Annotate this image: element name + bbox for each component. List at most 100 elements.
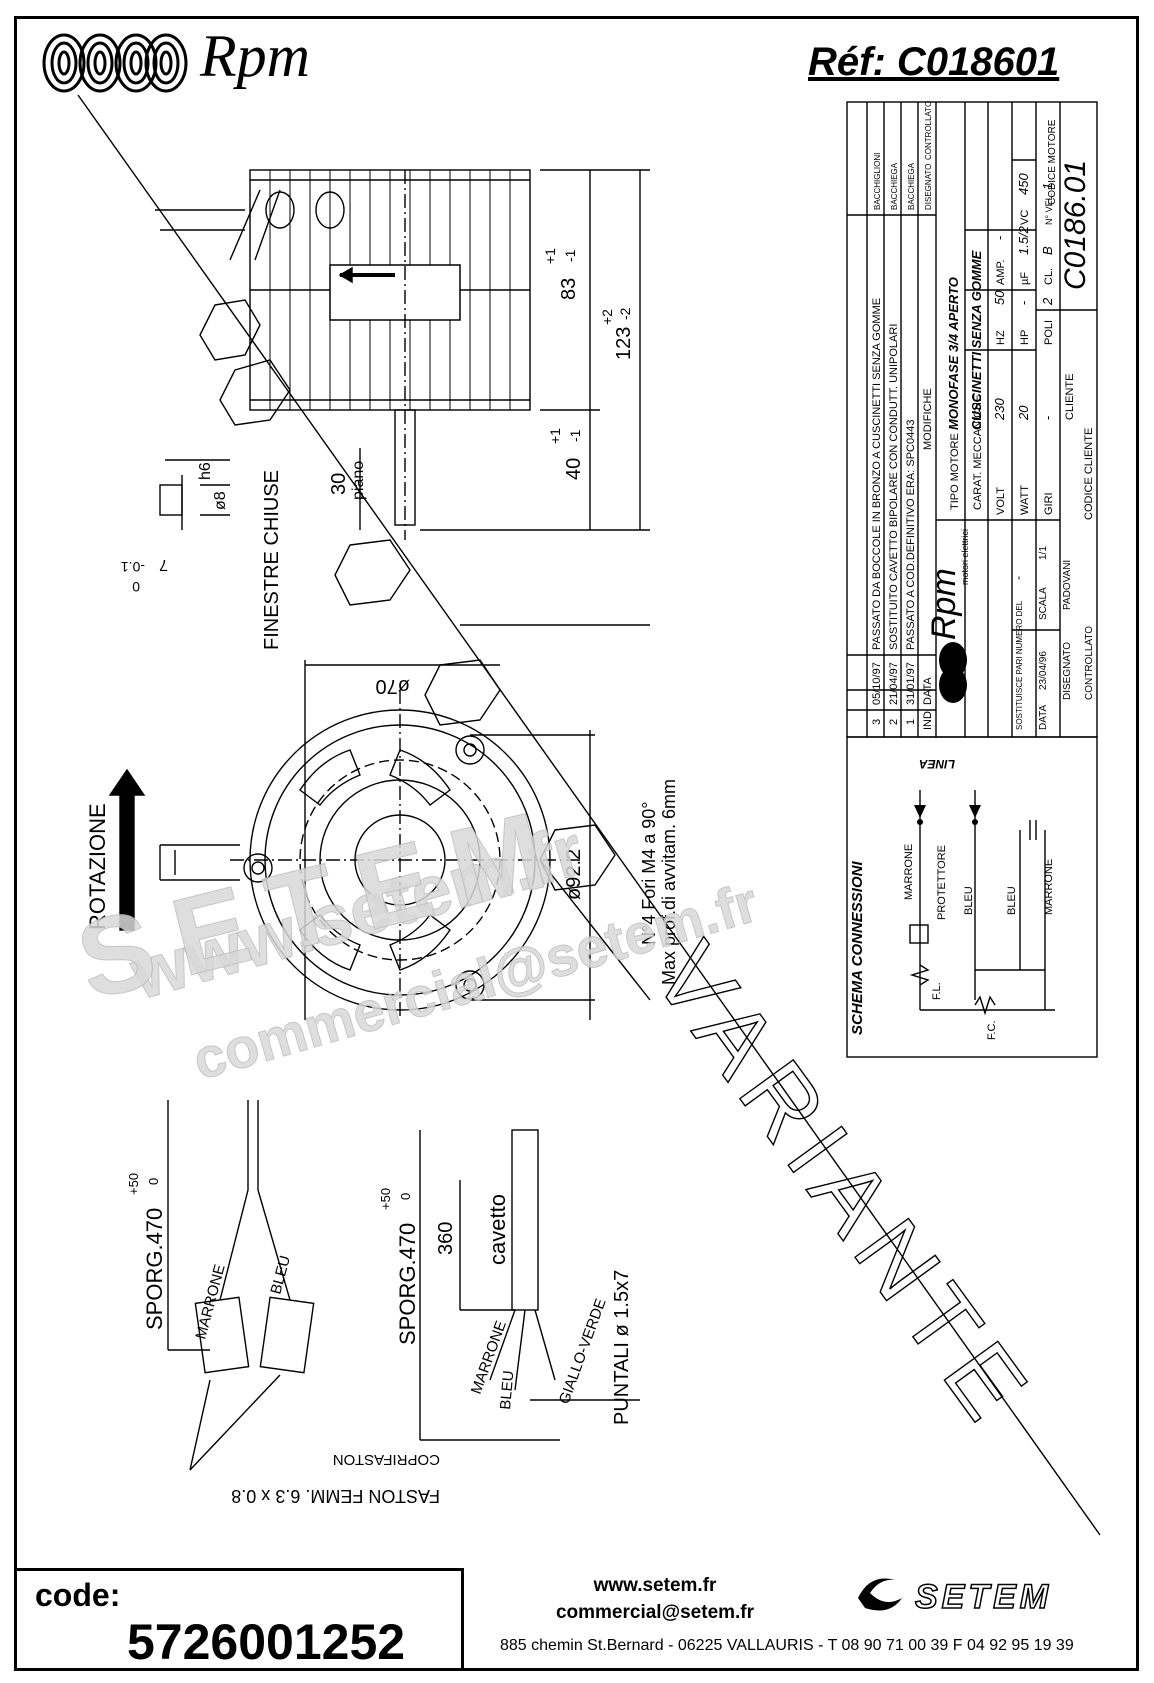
rev-3-date: 05/10/97 bbox=[871, 662, 883, 705]
cliente-label: CLIENTE bbox=[1064, 374, 1076, 420]
schema-marrone: MARRONE bbox=[903, 844, 915, 900]
data-label: DATA bbox=[1038, 704, 1049, 730]
controllato-label: CONTROLLATO bbox=[1084, 626, 1095, 700]
mech-label: CARAT. MECCANICHE bbox=[972, 395, 984, 510]
mech: CUSCINETTI SENZA GOMME bbox=[969, 250, 984, 430]
rev-1-drawn: BACCHIEGA bbox=[907, 162, 916, 210]
rev-2-date: 21/04/97 bbox=[888, 662, 900, 705]
rev-1-mod: PASSATO A COD.DEFINITIVO ERA: SPC0443 bbox=[905, 420, 917, 650]
rotation-label: ROTAZIONE bbox=[85, 803, 110, 930]
rev-1-date: 31/01/97 bbox=[905, 662, 917, 705]
schema-marrone-2: MARRONE bbox=[1043, 859, 1055, 915]
uf-label: µF bbox=[1019, 272, 1031, 285]
right-lead-tol-plus: +50 bbox=[378, 1188, 393, 1210]
schema-fc: F.C. bbox=[986, 1020, 998, 1040]
dim-shaft-fit: h6 bbox=[197, 462, 214, 480]
scala-value: 1/1 bbox=[1038, 546, 1049, 560]
giri-value: - bbox=[1040, 416, 1055, 420]
dim-shaft-dia: ø8 bbox=[212, 491, 229, 510]
setem-logo: SETEM bbox=[914, 1577, 1053, 1617]
dim-shaft-tol-plus: +1 bbox=[547, 428, 563, 444]
rev-3-mod: PASSATO DA BOCCOLE IN BRONZO A CUSCINETT… bbox=[871, 298, 883, 650]
mounting-holes-note: N°4 Fori M4 a 90° bbox=[639, 802, 659, 945]
rev-header-mod: MODIFICHE bbox=[922, 388, 934, 450]
closed-windows-label: FINESTRE CHIUSE bbox=[261, 470, 283, 650]
left-lead-tol-plus: +50 bbox=[126, 1173, 141, 1195]
footer-email[interactable]: commercial@setem.fr bbox=[555, 1602, 755, 1623]
sostituisce-label: SOSTITUISCE PARI NUMERO DEL bbox=[1015, 600, 1024, 730]
scala-label: SCALA bbox=[1038, 587, 1049, 620]
block-brand-sub: motori elettrici bbox=[960, 529, 970, 585]
codice-motore-value: C0186.01 bbox=[1059, 160, 1092, 290]
block-logo-icon bbox=[939, 642, 967, 703]
rev-header-date: DATA bbox=[922, 677, 934, 705]
brand-name: Rpm bbox=[200, 23, 310, 89]
schema-bleu-1: BLEU bbox=[963, 886, 975, 915]
schema-fl: F.L. bbox=[931, 982, 943, 1000]
right-lead-tol-zero: 0 bbox=[398, 1193, 413, 1200]
holes-depth-note: Max prof.di avvitam. 6mm bbox=[659, 779, 679, 985]
dim-body-tol-plus: +1 bbox=[542, 248, 558, 264]
watt-value: 20 bbox=[1016, 405, 1031, 421]
dim-body-tol-minus: -1 bbox=[562, 249, 578, 262]
faston-note: FASTON FEMM. 6.3 x 0.8 bbox=[231, 1486, 440, 1506]
schema-box bbox=[846, 736, 1098, 1058]
dim-flat-length: 30 bbox=[328, 473, 350, 495]
left-lead-length: SPORG.470 bbox=[142, 1208, 167, 1330]
cable-length: 360 bbox=[435, 1222, 457, 1255]
dim-total-tol-plus: +2 bbox=[599, 309, 615, 325]
dim-shaft-length: 40 bbox=[563, 458, 585, 480]
hp-value: - bbox=[1016, 301, 1031, 305]
rev-2-mod: SOSTITUITO CAVETTO BIPOLARE CON CONDUTT.… bbox=[888, 324, 900, 650]
cable-label: cavetto bbox=[485, 1194, 510, 1265]
dim-shaft-tol-minus: -1 bbox=[567, 429, 583, 442]
reference-code: Réf: C018601 bbox=[808, 40, 1060, 84]
connection-schematic bbox=[909, 790, 1055, 1016]
motor-type-label: TIPO MOTORE bbox=[949, 433, 961, 510]
drawing-sheet bbox=[14, 16, 1139, 1671]
code-value: 5726001252 bbox=[127, 1614, 406, 1670]
dim-dia-70: ø70 bbox=[376, 675, 410, 697]
dim-total-tol-minus: -2 bbox=[617, 307, 633, 320]
cl-label: CL. bbox=[1043, 268, 1055, 285]
motor-type: MONOFASE 3/4 APERTO bbox=[946, 277, 961, 430]
code-label: code: bbox=[35, 1577, 121, 1613]
disegnato-value: PADOVANI bbox=[1062, 560, 1073, 610]
footer-url[interactable]: www.setem.fr bbox=[593, 1575, 717, 1596]
volt-value: 230 bbox=[992, 398, 1007, 421]
rev-1-ind: 1 bbox=[905, 719, 917, 725]
nvel-value: 1 bbox=[1040, 183, 1055, 190]
amp-value: - bbox=[992, 236, 1007, 240]
watt-label: WATT bbox=[1019, 485, 1031, 515]
volt-label: VOLT bbox=[995, 487, 1007, 515]
vc-value: 450 bbox=[1016, 173, 1031, 195]
faston-cover-note: COPRIFASTON bbox=[333, 1451, 440, 1468]
dim-shaft-flat-tol-minus: -0.1 bbox=[121, 559, 145, 575]
poli-label: POLI bbox=[1043, 320, 1055, 345]
rev-header-drawn: DISEGNATO bbox=[924, 164, 933, 210]
schema-title: SCHEMA CONNESSIONI bbox=[849, 861, 866, 1035]
amp-label: AMP. bbox=[995, 260, 1007, 285]
schema-protettore: PROTETTORE bbox=[936, 845, 948, 920]
poli-value: 2 bbox=[1040, 297, 1055, 306]
sostituisce-value: - bbox=[1011, 576, 1025, 580]
tips-note: PUNTALI ø 1.5x7 bbox=[611, 1270, 633, 1425]
rev-header-checked: CONTROLLATO bbox=[924, 101, 933, 160]
right-lead-wire-bleu: BLEU bbox=[497, 1370, 517, 1411]
diagonal-reference-line bbox=[77, 94, 1101, 1536]
schema-linea: LINEA bbox=[919, 757, 955, 771]
dim-shaft-flat-tol-zero: 0 bbox=[132, 579, 140, 595]
dim-shaft-flat-depth: 7 bbox=[159, 556, 168, 573]
disegnato-label: DISEGNATO bbox=[1062, 642, 1073, 700]
nvel-label: N° VEL. bbox=[1044, 193, 1054, 225]
hp-label: HP bbox=[1019, 330, 1031, 345]
vc-label: VC bbox=[1019, 210, 1031, 225]
codice-motore-text: CODICE MOTORE bbox=[1047, 119, 1058, 205]
hz-value: 50 bbox=[992, 290, 1007, 305]
rev-3-ind: 3 bbox=[871, 719, 883, 725]
rev-header-ind: IND bbox=[922, 711, 934, 730]
cl-value: B bbox=[1040, 246, 1055, 255]
dim-dia-92: ø92.2 bbox=[563, 849, 585, 900]
